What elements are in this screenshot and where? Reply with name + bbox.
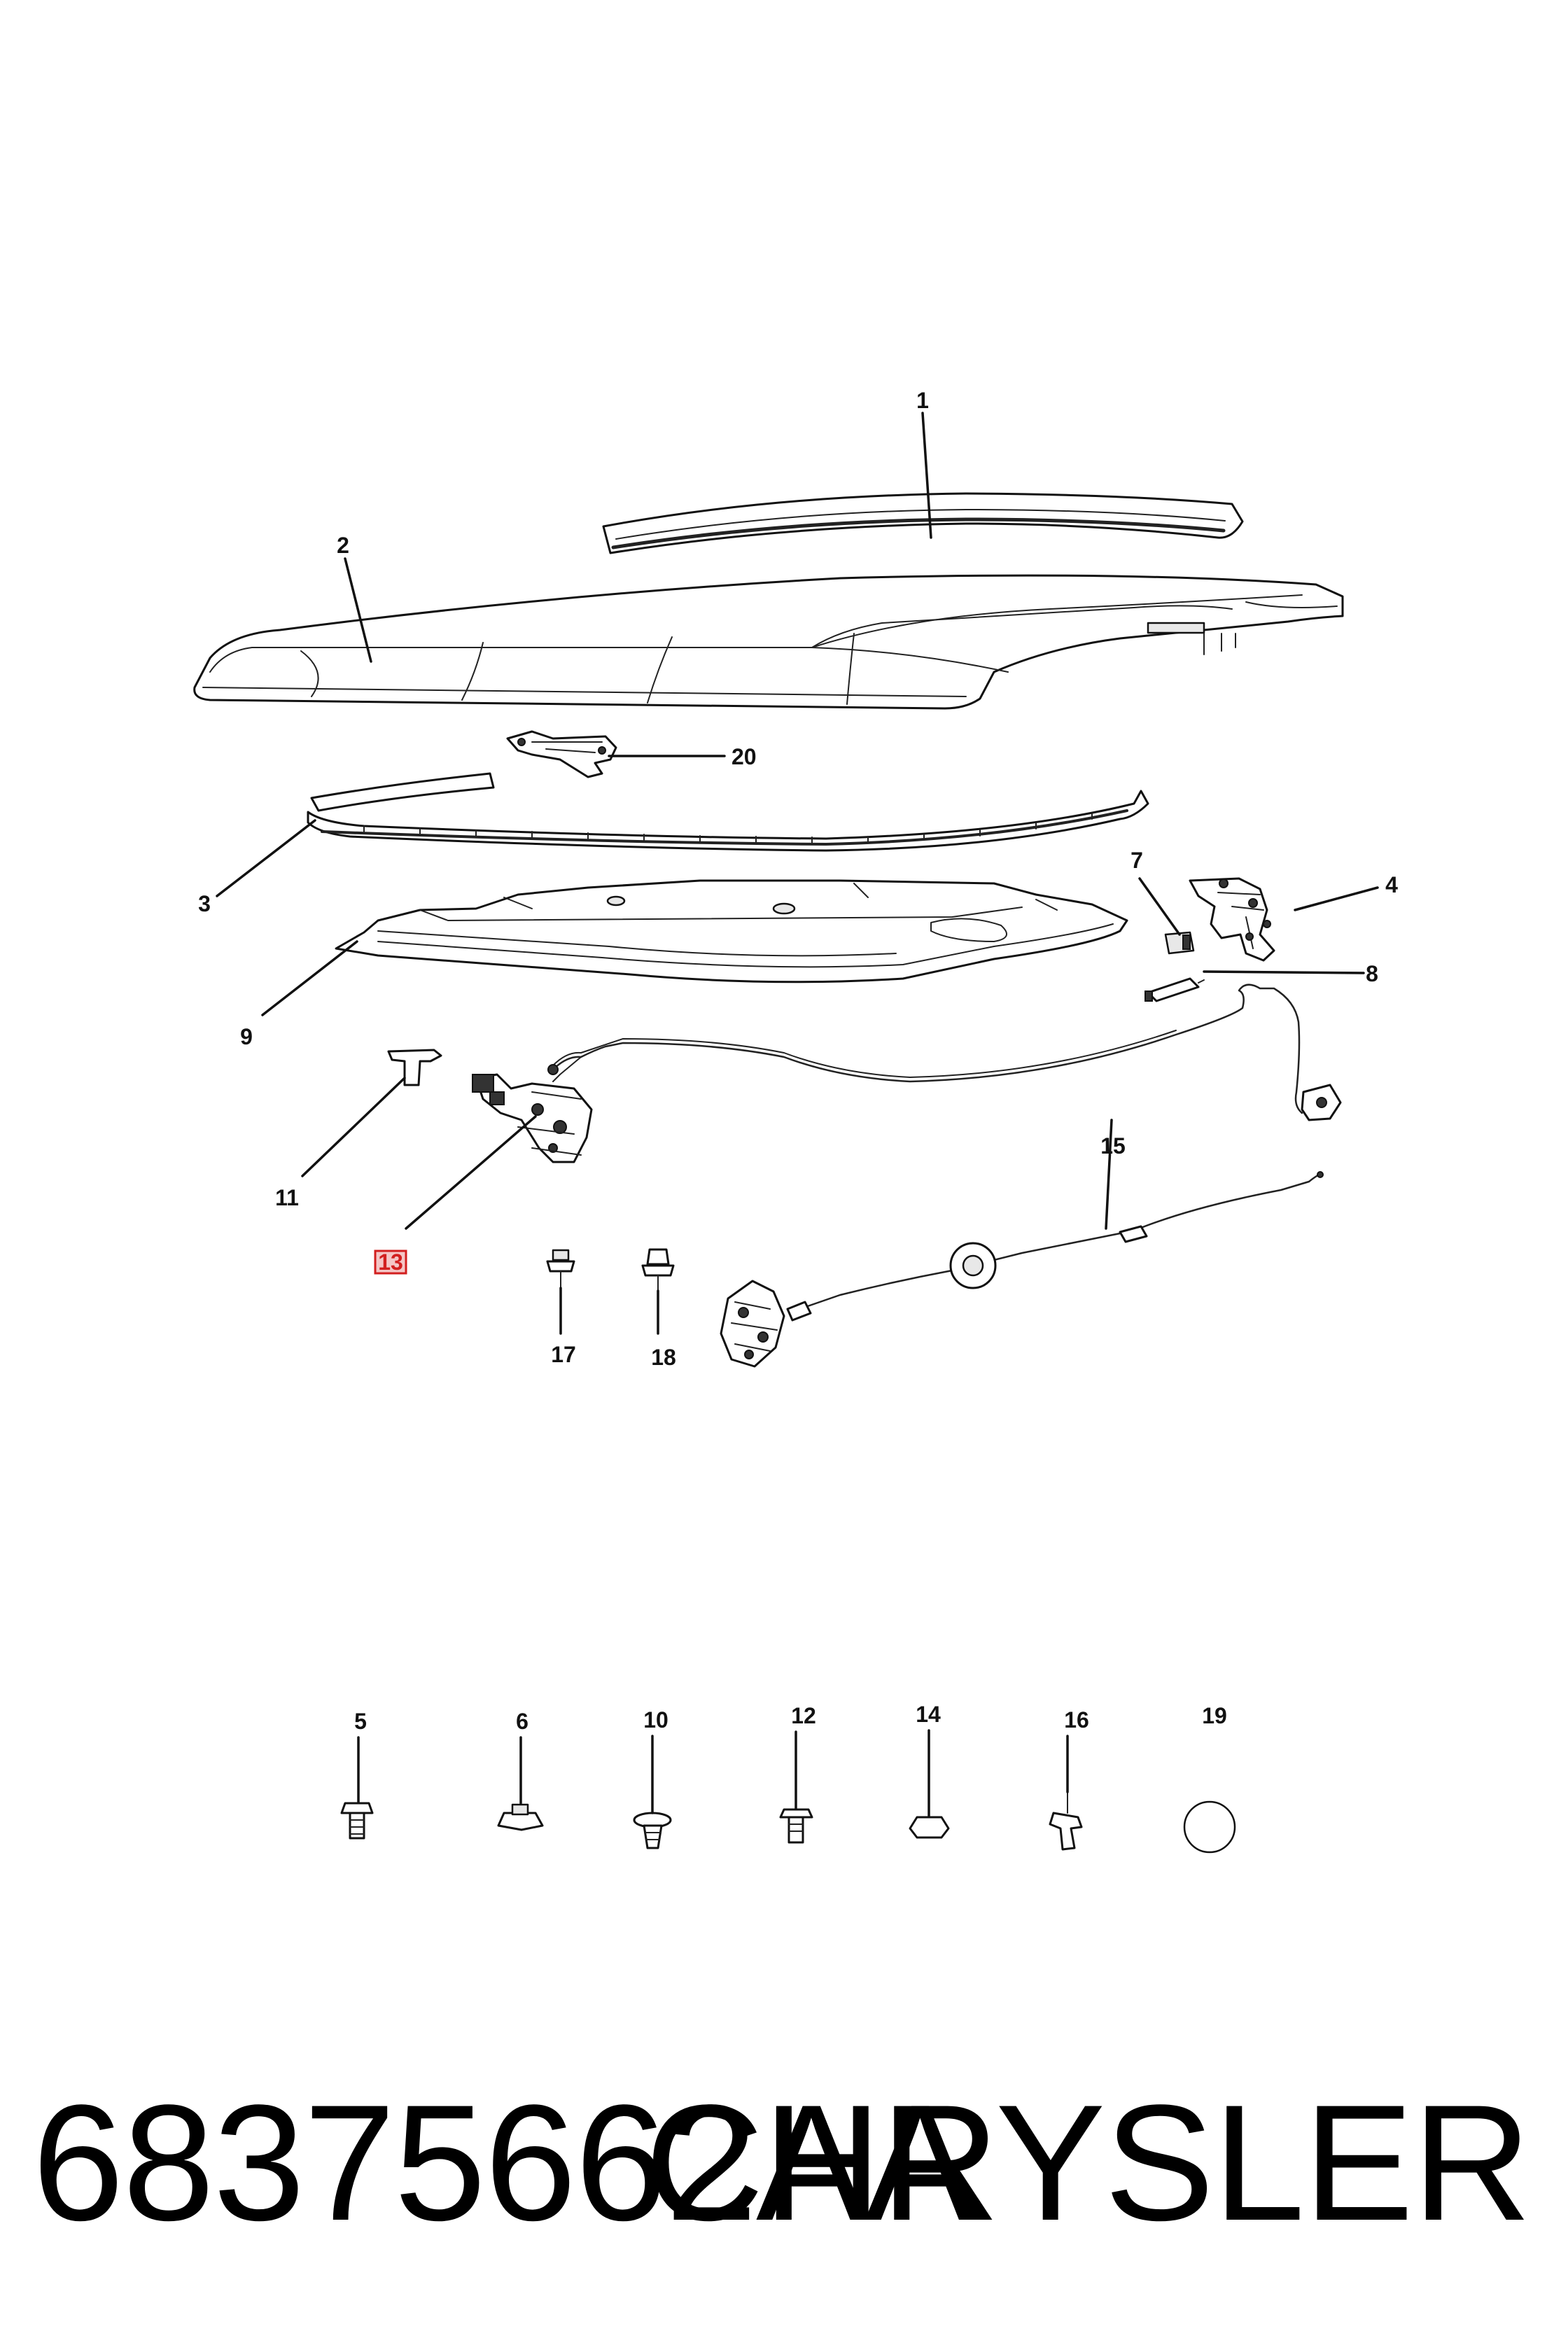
part-18-clip — [641, 1248, 675, 1292]
callout-10: 10 — [643, 1707, 668, 1732]
callout-2: 2 — [337, 533, 349, 558]
callout-6: 6 — [516, 1709, 528, 1734]
part-9-hood-insulator — [335, 879, 1128, 983]
part-2-hood-panel — [193, 574, 1344, 710]
callout-7: 7 — [1130, 848, 1143, 873]
callout-1: 1 — [916, 388, 929, 413]
callout-20: 20 — [732, 744, 757, 769]
callout-3: 3 — [198, 891, 211, 916]
part-15-release-cable — [547, 983, 1342, 1309]
part-8-prop-rod — [1144, 977, 1205, 1002]
part-6-nut — [497, 1803, 544, 1831]
callout-labels: 1 2 20 3 7 4 9 8 11 15 13 17 18 5 6 10 1… — [198, 388, 1398, 1734]
callout-9: 9 — [240, 1024, 253, 1049]
part-11-pad — [387, 1049, 442, 1086]
leader-lines — [216, 412, 1379, 1817]
callout-17: 17 — [551, 1342, 576, 1367]
callout-5: 5 — [354, 1709, 367, 1734]
callout-18: 18 — [651, 1345, 676, 1370]
brand-name: CHRYSLER — [645, 2071, 1532, 2255]
part-4-hood-hinge — [1189, 877, 1275, 962]
part-10-push-retainer — [633, 1812, 672, 1849]
callout-8: 8 — [1366, 961, 1378, 986]
part-16-clip — [1049, 1791, 1083, 1851]
part-20-bracket — [506, 730, 617, 778]
callout-4: 4 — [1385, 872, 1398, 897]
part-19-plug — [1183, 1800, 1236, 1854]
callout-13-highlight — [374, 1250, 407, 1275]
callout-12: 12 — [791, 1703, 816, 1728]
part-3-weatherstrip — [307, 772, 1149, 852]
callout-14: 14 — [916, 1702, 941, 1727]
part-14-nut — [909, 1816, 950, 1839]
part-5-bolt — [340, 1802, 374, 1840]
part-number: 68375662AA — [32, 2071, 975, 2255]
callout-19: 19 — [1202, 1703, 1227, 1728]
part-7-hood-bumper — [1164, 931, 1195, 955]
part-17-push-pin — [546, 1249, 575, 1289]
callout-11: 11 — [275, 1185, 299, 1210]
callout-13: 13 — [378, 1250, 403, 1275]
part-1-seal-strip — [602, 492, 1244, 554]
footer: 68375662AA CHRYSLER — [0, 2072, 1568, 2254]
release-handle-assembly — [720, 1280, 812, 1368]
part-12-stud — [779, 1808, 813, 1844]
callout-16: 16 — [1064, 1707, 1089, 1732]
callout-15: 15 — [1100, 1133, 1126, 1158]
